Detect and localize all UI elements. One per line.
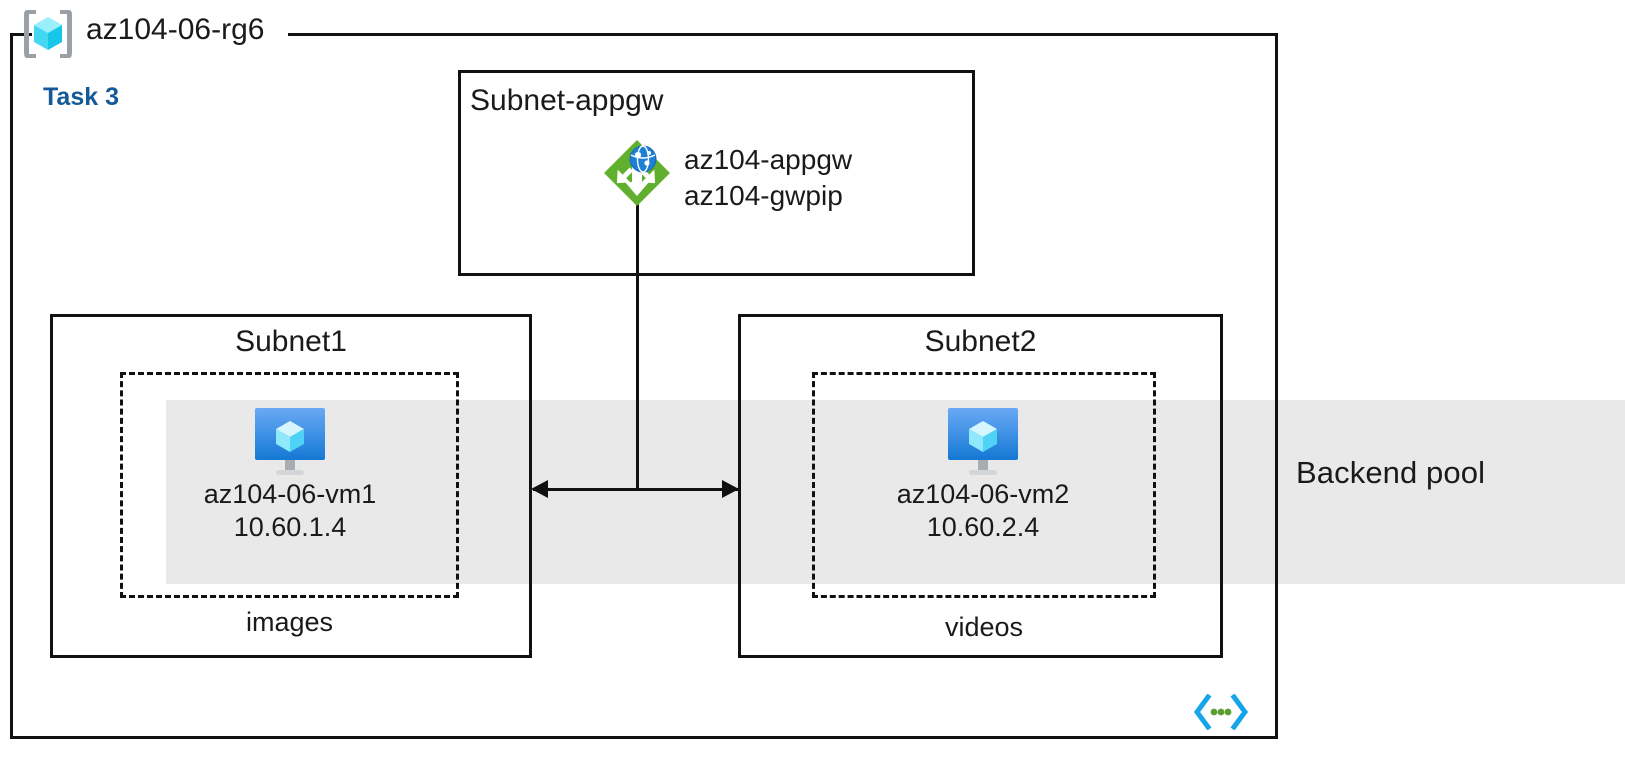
vm1-ip: 10.60.1.4	[233, 511, 347, 542]
subnet1-box	[50, 314, 532, 658]
arrowhead-right-icon	[722, 480, 739, 498]
resource-group-icon	[22, 7, 74, 61]
appgw-name: az104-appgw	[684, 144, 853, 175]
backend-pool-band	[166, 400, 1625, 584]
subnet1-storage-caption: images	[245, 607, 334, 637]
gwpip-name: az104-gwpip	[684, 179, 843, 211]
subnet2-dashed-group	[812, 372, 1156, 598]
resource-group-name: az104-06-rg6	[86, 13, 265, 46]
virtual-machine-icon	[251, 404, 329, 478]
vm1-name: az104-06-vm1	[203, 479, 377, 509]
virtual-machine-icon	[944, 404, 1022, 478]
vm2-ip: 10.60.2.4	[926, 511, 1040, 542]
application-gateway-icon	[602, 138, 672, 208]
subnet2-storage-caption: videos	[944, 612, 1024, 642]
resource-group-border-top-left	[10, 33, 32, 36]
arrowhead-left-icon	[531, 480, 548, 498]
subnet-appgw-box	[458, 70, 975, 276]
subnet1-dashed-group	[120, 372, 459, 598]
vm1-group: az104-06-vm1 10.60.1.4	[166, 400, 414, 544]
vm2-group: az104-06-vm2 10.60.2.4	[858, 400, 1108, 544]
subnet2-title: Subnet2	[924, 325, 1037, 358]
virtual-network-icon	[1193, 693, 1249, 731]
resource-group-boundary	[10, 35, 1278, 739]
vm2-name: az104-06-vm2	[896, 479, 1070, 509]
subnet2-box	[738, 314, 1223, 658]
subnet1-title: Subnet1	[235, 325, 347, 358]
subnet-appgw-title: Subnet-appgw	[470, 84, 664, 117]
resource-group-border-top-right	[288, 33, 1278, 36]
appgw-resource-labels: az104-appgw az104-gwpip	[684, 142, 852, 214]
vm1-icon-wrap	[166, 400, 414, 478]
task-label: Task 3	[43, 83, 119, 111]
subnet-link-line	[533, 488, 739, 491]
appgw-vertical-connector	[636, 203, 639, 491]
vm2-icon-wrap	[858, 400, 1108, 478]
backend-pool-label: Backend pool	[1296, 455, 1486, 490]
